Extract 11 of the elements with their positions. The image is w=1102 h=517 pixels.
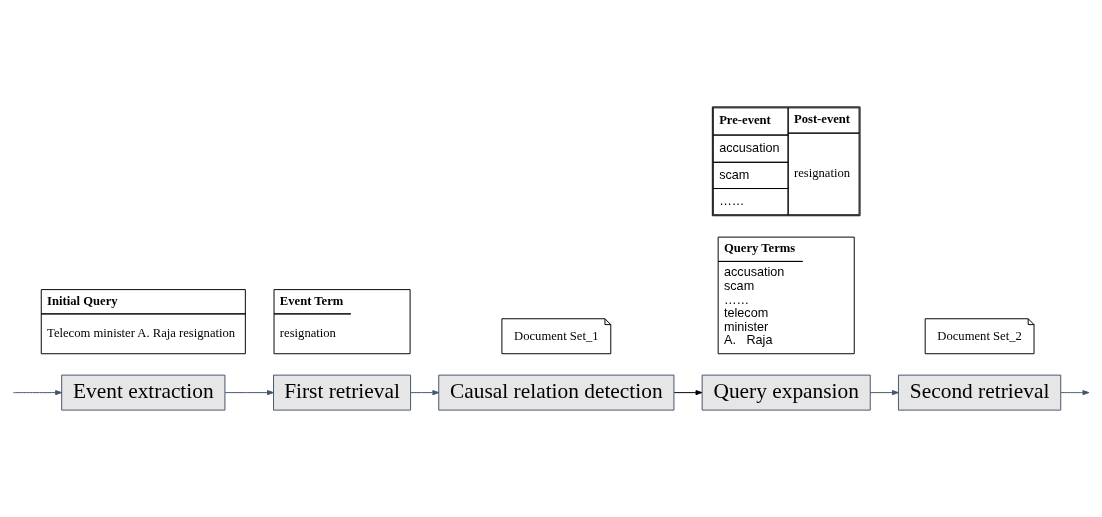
arrow <box>410 390 440 396</box>
arrow <box>12 390 62 396</box>
arrow <box>673 390 703 396</box>
node-box: Second retrieval <box>897 374 1062 411</box>
arrow <box>224 390 274 396</box>
node-box: Query expansion <box>701 374 871 411</box>
arrow <box>1060 390 1090 396</box>
node-box: Causal relation detection <box>438 374 675 411</box>
node-box: Event extraction <box>61 374 226 411</box>
arrow <box>869 390 899 396</box>
node-box: First retrieval <box>273 374 412 411</box>
